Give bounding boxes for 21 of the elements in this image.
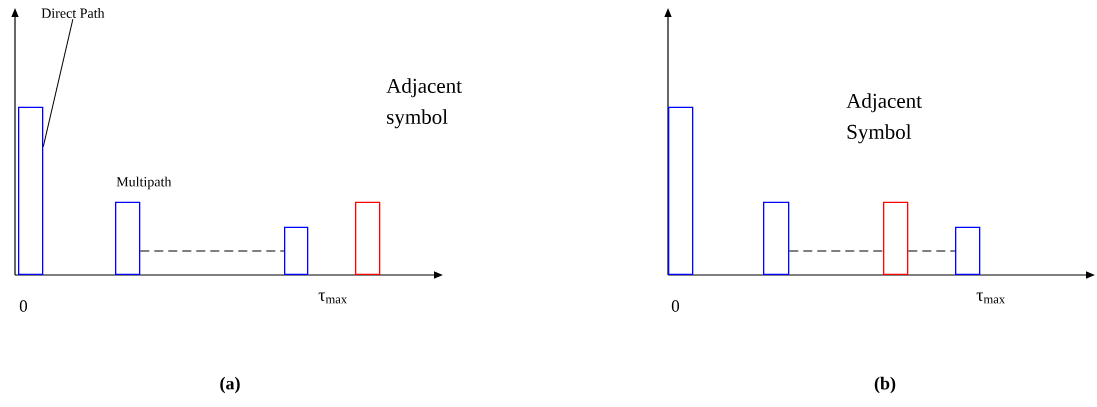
bar [763, 201, 790, 275]
axis-label: τ$_{max}$ [976, 292, 1005, 304]
node-label: Direct Path [41, 8, 105, 18]
dashed-line [907, 250, 956, 252]
dashed-line [788, 250, 884, 252]
caption-label: (b) [874, 376, 896, 394]
bar [955, 226, 981, 275]
axis-label: τ$_{max}$ [318, 292, 347, 304]
bar [284, 226, 309, 275]
text-label: Adjacent symbol [386, 78, 462, 129]
leader-line [42, 18, 74, 148]
dashed-line [139, 250, 285, 252]
bar [115, 201, 141, 275]
bar [355, 201, 381, 275]
bar [18, 106, 44, 275]
text-label: Adjacent Symbol [846, 93, 922, 144]
bar [668, 106, 694, 275]
bar [883, 201, 909, 275]
axis-label: 0 [19, 300, 28, 312]
axis-label: 0 [671, 300, 680, 312]
caption-label: (a) [220, 376, 240, 394]
